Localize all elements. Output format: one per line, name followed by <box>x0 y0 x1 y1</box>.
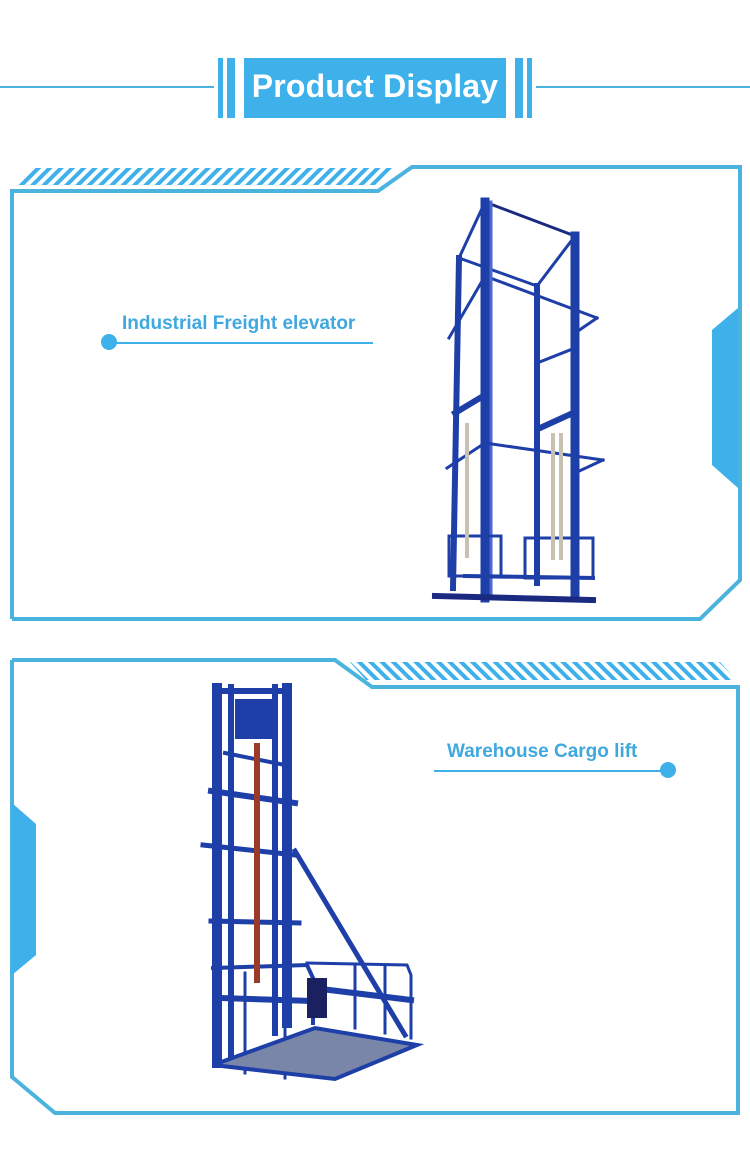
freight-elevator-image <box>431 197 605 604</box>
hatch-stripe-1 <box>18 168 395 185</box>
cargo-lift-image <box>200 683 425 1082</box>
label-underline <box>434 770 670 772</box>
label-underline <box>110 342 373 344</box>
hatch-stripe-2 <box>350 662 736 680</box>
title-bar-decor <box>527 58 532 118</box>
header-line-left <box>0 86 214 88</box>
header-line-right <box>536 86 750 88</box>
side-tab-left <box>12 803 36 975</box>
page-title: Product Display <box>244 58 506 118</box>
bullet-dot-icon <box>101 334 117 350</box>
bullet-dot-icon <box>660 762 676 778</box>
title-bar-decor <box>227 58 235 118</box>
title-bar-decor <box>218 58 223 118</box>
product-label: Warehouse Cargo lift <box>447 741 638 762</box>
product-label: Industrial Freight elevator <box>122 313 356 334</box>
side-tab-right <box>712 308 738 488</box>
title-bar-decor <box>515 58 523 118</box>
title-badge: Product Display <box>218 58 532 118</box>
